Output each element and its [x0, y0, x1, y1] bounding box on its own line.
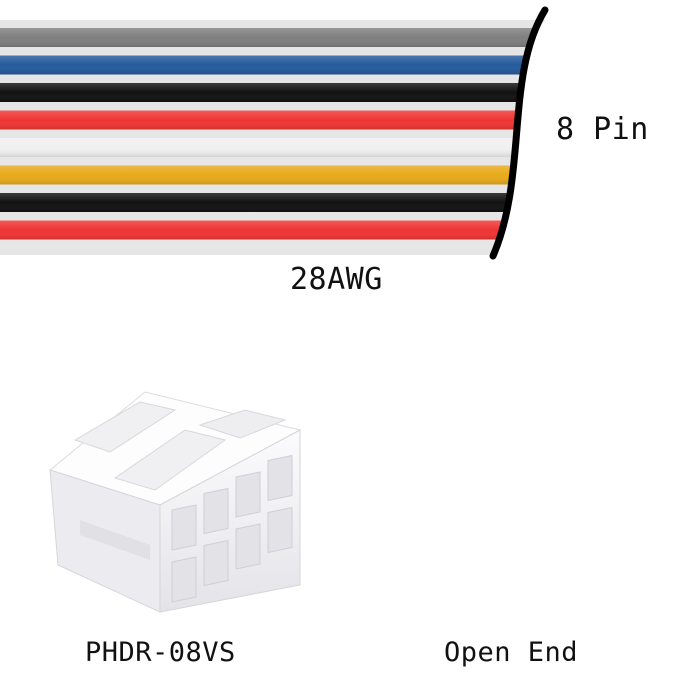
ribbon-cable — [0, 20, 545, 255]
connector-cavity — [267, 454, 293, 502]
connector-part-label: PHDR-08VS — [85, 637, 236, 668]
wire-shading — [0, 83, 545, 102]
connector-housing — [48, 391, 302, 613]
cable-cut-line — [489, 6, 549, 260]
wire-shading — [0, 193, 545, 212]
open-end-label: Open End — [444, 637, 579, 668]
connector-cavity — [235, 471, 261, 518]
connector-cavity — [171, 556, 197, 603]
connector-cavity — [203, 487, 229, 535]
connector-cavity — [267, 506, 293, 554]
connector-cavity — [171, 504, 197, 551]
wire-shading — [0, 55, 545, 75]
wire-separator — [0, 20, 545, 255]
wire-shading — [0, 28, 545, 47]
connector-cavity — [203, 539, 229, 587]
connector-cavity — [235, 523, 261, 570]
wire-shading — [0, 165, 545, 185]
pin-count-label: 8 Pin — [556, 112, 649, 147]
wire-shading — [0, 138, 545, 157]
wire-shading — [0, 110, 545, 130]
wire-gauge-label: 28AWG — [290, 262, 383, 297]
wire-shading — [0, 220, 545, 240]
